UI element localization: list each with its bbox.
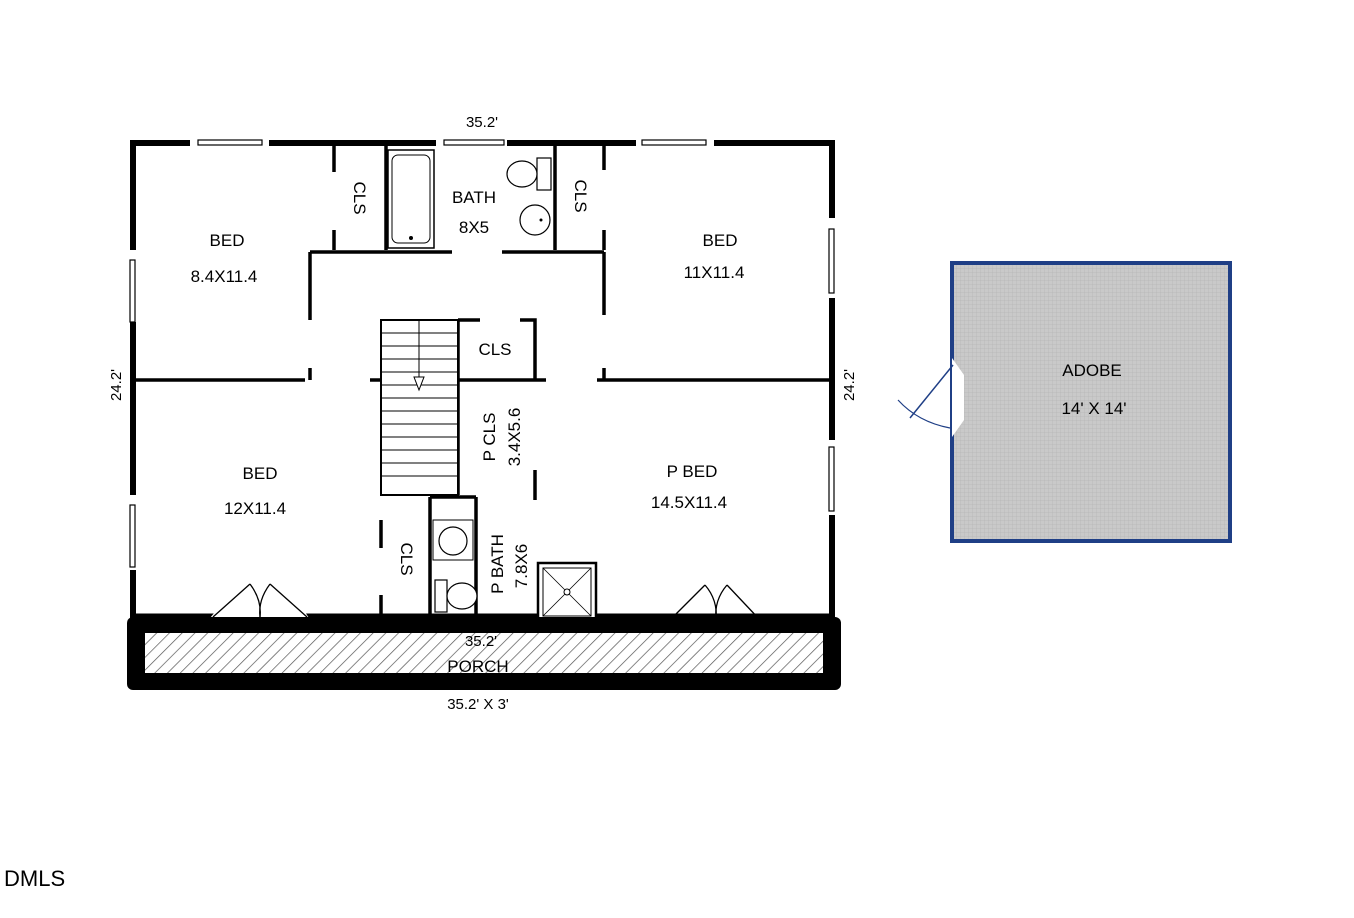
dimension-bottom: 35.2' [465, 633, 497, 650]
room-size-p-bed: 14.5X11.4 [651, 493, 727, 512]
room-label-p-bed: P BED [667, 462, 718, 481]
room-size-bath: 8X5 [459, 218, 489, 237]
room-label-porch: PORCH [447, 657, 508, 676]
room-label-bed-nw: BED [210, 231, 245, 250]
room-size-p-cls: 3.4X5.6 [505, 408, 524, 467]
room-label-cls-s: CLS [397, 542, 416, 575]
room-size-bed-nw: 8.4X11.4 [191, 267, 258, 286]
adobe-structure [897, 261, 1232, 543]
room-label-bed-ne: BED [703, 231, 738, 250]
room-label-cls-hall: CLS [478, 340, 511, 359]
room-label-cls-nw: CLS [350, 181, 369, 214]
bathtub [387, 149, 435, 249]
staircase [380, 319, 459, 496]
shower-icon [536, 561, 598, 623]
pbath-sink-icon [432, 519, 474, 561]
toilet-icon [506, 157, 552, 191]
dimension-right: 24.2' [841, 369, 858, 401]
room-size-p-bath: 7.8X6 [512, 544, 531, 588]
interior-walls [135, 145, 830, 620]
room-label-cls-ne: CLS [571, 179, 590, 212]
room-size-bed-sw: 12X11.4 [224, 499, 286, 518]
windows [129, 139, 835, 628]
sink-icon [519, 204, 551, 236]
dimension-top: 35.2' [466, 114, 498, 131]
watermark-text: DMLS [4, 866, 65, 891]
dimension-left: 24.2' [108, 369, 125, 401]
room-label-p-bath: P BATH [488, 534, 507, 594]
room-label-bed-sw: BED [243, 464, 278, 483]
room-size-adobe: 14' X 14' [1061, 399, 1126, 418]
room-label-adobe: ADOBE [1062, 361, 1122, 380]
pbath-toilet-icon [434, 579, 478, 613]
room-label-p-cls: P CLS [480, 413, 499, 462]
room-label-bath: BATH [452, 188, 496, 207]
porch [127, 617, 841, 690]
room-size-bed-ne: 11X11.4 [684, 263, 745, 282]
dimension-porch: 35.2' X 3' [447, 696, 509, 713]
